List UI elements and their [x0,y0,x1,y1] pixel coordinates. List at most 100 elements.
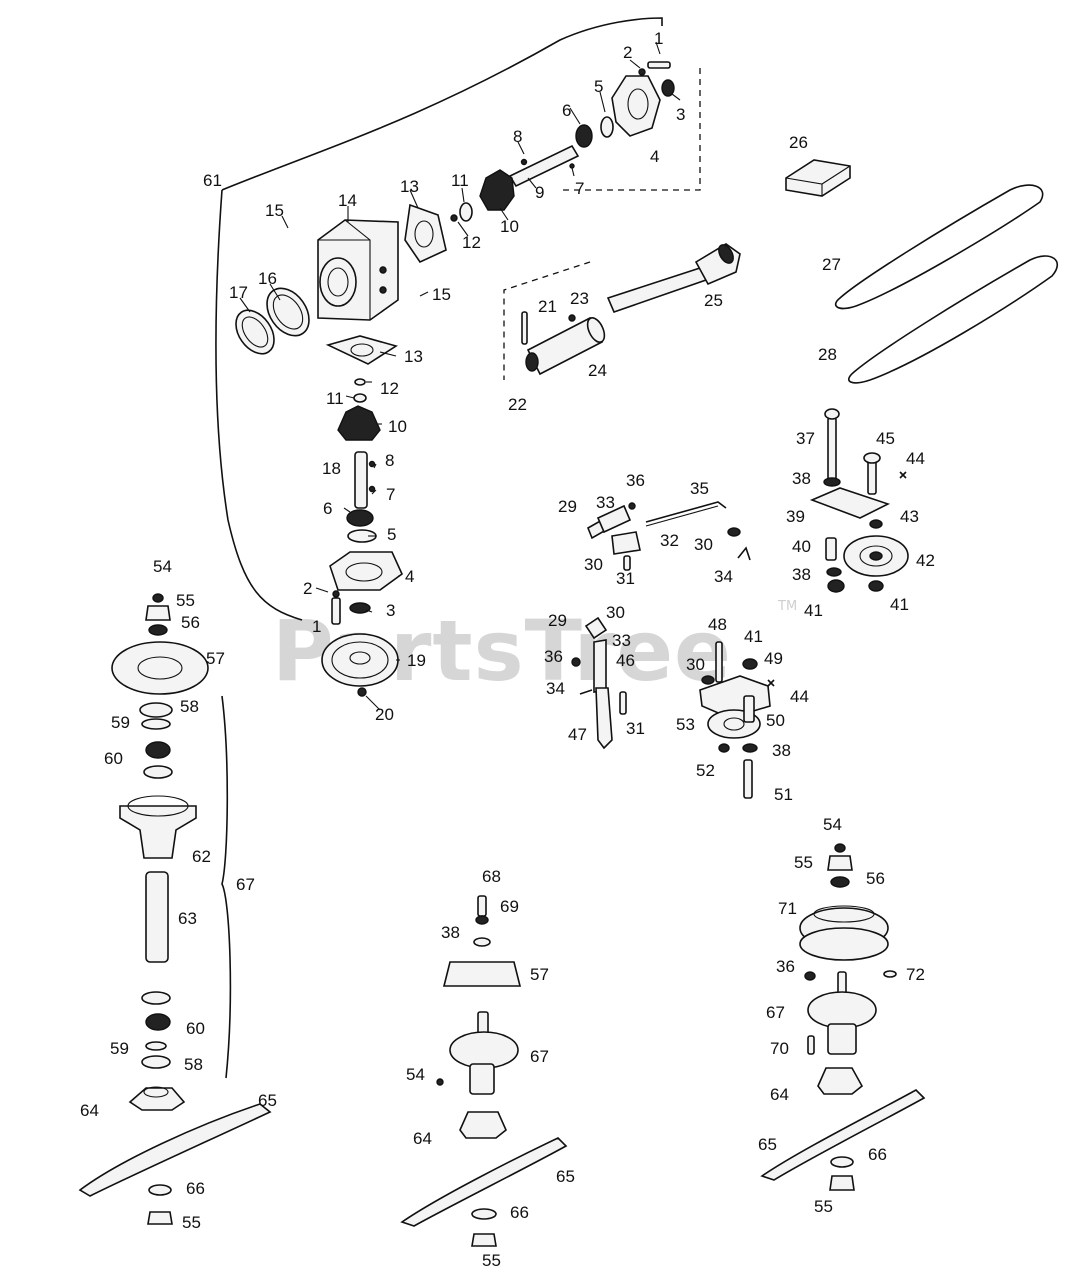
label-15b: 15 [432,285,451,304]
label-33b: 33 [612,631,631,650]
label-66: 66 [186,1179,205,1198]
label-55c: 55 [482,1251,501,1270]
idler-bracket-assembly [699,641,775,799]
label-29b: 29 [548,611,567,630]
label-11: 11 [451,171,469,190]
seal-rings-16-17 [235,287,310,355]
label-4b: 4 [405,567,414,586]
label-31b: 31 [626,719,645,738]
label-56: 56 [181,613,200,632]
label-45: 45 [876,429,895,448]
label-36: 36 [626,471,645,490]
label-58b: 58 [184,1055,203,1074]
label-52: 52 [696,761,715,780]
label-17: 17 [229,283,248,302]
bearing-cap-4-upper [611,61,675,137]
label-19: 19 [407,651,426,670]
belt-28 [848,255,1059,384]
label-60b: 60 [186,1019,205,1038]
label-12: 12 [462,233,481,252]
label-13b: 13 [404,347,423,366]
label-25: 25 [704,291,723,310]
label-71: 71 [778,899,797,918]
label-65: 65 [258,1091,277,1110]
label-3: 3 [676,105,685,124]
label-38c: 38 [772,741,791,760]
watermark-trademark: TM [777,599,797,614]
spindle-right [760,843,926,1191]
label-55d: 55 [794,853,813,872]
bearing-6-upper [575,116,614,148]
tube-24-group [503,261,606,380]
label-1: 1 [654,29,663,48]
label-10b: 10 [388,417,407,436]
label-4: 4 [650,147,659,166]
label-26: 26 [789,133,808,152]
label-23: 23 [570,289,589,308]
label-5: 5 [594,77,603,96]
label-42: 42 [916,551,935,570]
label-65b: 65 [556,1167,575,1186]
label-63: 63 [178,909,197,928]
label-37: 37 [796,429,815,448]
label-53: 53 [676,715,695,734]
label-20: 20 [375,705,394,724]
label-72: 72 [906,965,925,984]
label-13: 13 [400,177,419,196]
label-12b: 12 [380,379,399,398]
label-1b: 1 [312,617,321,636]
label-9: 9 [535,183,544,202]
label-30: 30 [584,555,603,574]
label-48: 48 [708,615,727,634]
spindle-left [78,593,272,1225]
label-68: 68 [482,867,501,886]
label-64: 64 [80,1101,99,1120]
label-38: 38 [792,469,811,488]
label-54b: 54 [406,1065,425,1084]
label-34: 34 [714,567,733,586]
label-11b: 11 [326,389,344,408]
label-36b: 36 [544,647,563,666]
label-2: 2 [623,43,632,62]
spindle-middle [400,895,568,1247]
block-26 [785,159,851,197]
dashed-frame-top [560,68,701,191]
leader-lines [239,41,681,711]
label-41c: 41 [744,627,763,646]
label-57: 57 [206,649,225,668]
label-24: 24 [588,361,607,380]
label-30b: 30 [694,535,713,554]
label-66b: 66 [510,1203,529,1222]
label-30d: 30 [686,655,705,674]
drive-shaft-25 [606,243,741,314]
linkage-lower [571,616,627,750]
label-30c: 30 [606,603,625,622]
part-number-labels: 1 2 3 4 5 6 7 8 9 10 11 12 13 14 15 16 1… [80,29,935,1270]
label-67: 67 [236,875,255,894]
linkage-upper [586,501,751,571]
label-10: 10 [500,217,519,236]
label-64c: 64 [770,1085,789,1104]
label-50: 50 [766,711,785,730]
label-55e: 55 [814,1197,833,1216]
gasket-13-upper [404,203,447,264]
label-47: 47 [568,725,587,744]
label-55: 55 [176,591,195,610]
label-49: 49 [764,649,783,668]
label-67c: 67 [766,1003,785,1022]
label-51: 51 [774,785,793,804]
label-7b: 7 [386,485,395,504]
label-65c: 65 [758,1135,777,1154]
label-55b: 55 [182,1213,201,1232]
label-36c: 36 [776,957,795,976]
label-16: 16 [258,269,277,288]
label-43: 43 [900,507,919,526]
gearbox-housing [317,219,399,321]
label-64b: 64 [413,1129,432,1148]
bearing-6-lower [346,509,377,543]
label-22: 22 [508,395,527,414]
bearing-cap-4-lower [329,551,403,625]
label-3b: 3 [386,601,395,620]
idler-arm-39-assembly [809,408,909,593]
label-8: 8 [513,127,522,146]
